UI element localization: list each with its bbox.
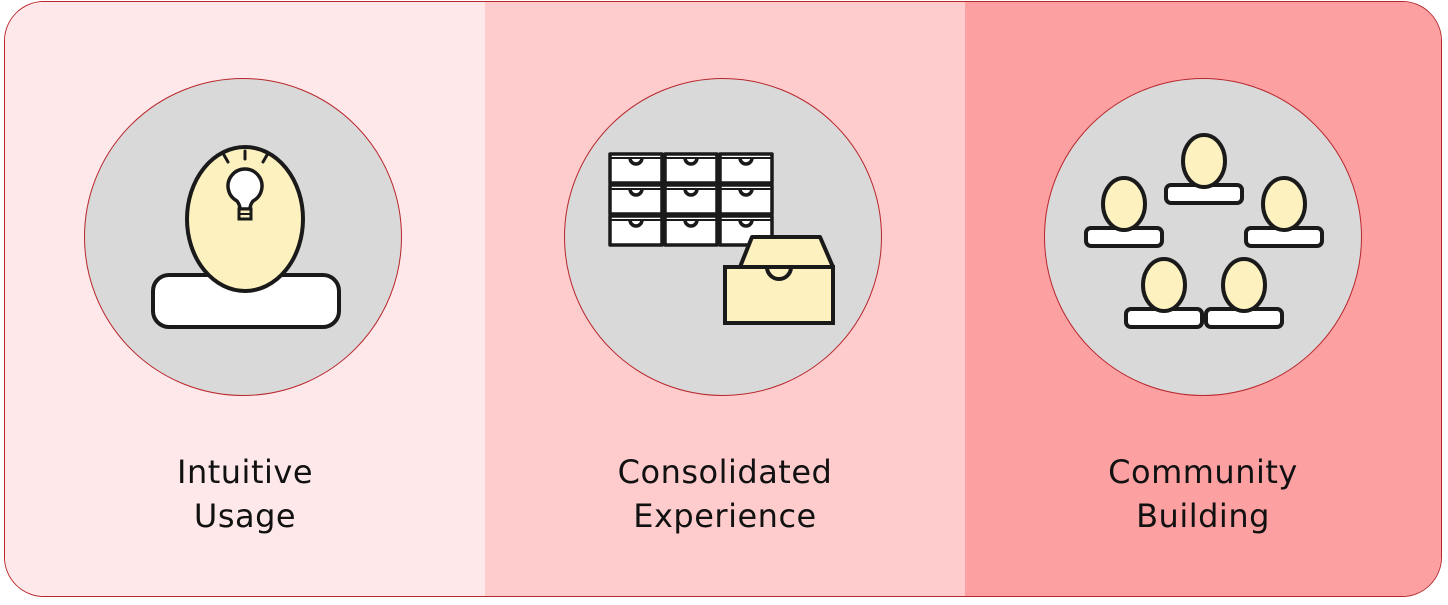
icon-circle bbox=[84, 78, 402, 396]
feature-panel-intuitive-usage: Intuitive Usage bbox=[5, 2, 485, 596]
people-group-icon bbox=[1084, 133, 1324, 329]
icon-circle bbox=[564, 78, 882, 396]
feature-label-line1: Consolidated bbox=[617, 453, 833, 491]
drawers-box-icon bbox=[608, 152, 835, 325]
person-icon bbox=[1204, 257, 1284, 329]
feature-label-line2: Building bbox=[1136, 497, 1270, 535]
features-card: Intuitive Usage Consolidated Experience … bbox=[4, 1, 1442, 597]
feature-panel-consolidated-experience: Consolidated Experience bbox=[485, 2, 965, 596]
feature-label-line2: Usage bbox=[193, 497, 297, 535]
feature-label-line1: Intuitive bbox=[177, 453, 313, 491]
person-icon bbox=[1164, 133, 1244, 205]
feature-label: Intuitive Usage bbox=[5, 450, 485, 538]
lightbulb-head-icon bbox=[151, 145, 341, 329]
person-icon bbox=[1124, 257, 1204, 329]
person-icon bbox=[1244, 176, 1324, 248]
feature-panel-community-building: Community Building bbox=[965, 2, 1441, 596]
feature-label: Community Building bbox=[965, 450, 1441, 538]
feature-label-line1: Community bbox=[1108, 453, 1298, 491]
icon-circle bbox=[1044, 78, 1362, 396]
feature-label-line2: Experience bbox=[633, 497, 817, 535]
person-icon bbox=[1084, 176, 1164, 248]
feature-label: Consolidated Experience bbox=[485, 450, 965, 538]
